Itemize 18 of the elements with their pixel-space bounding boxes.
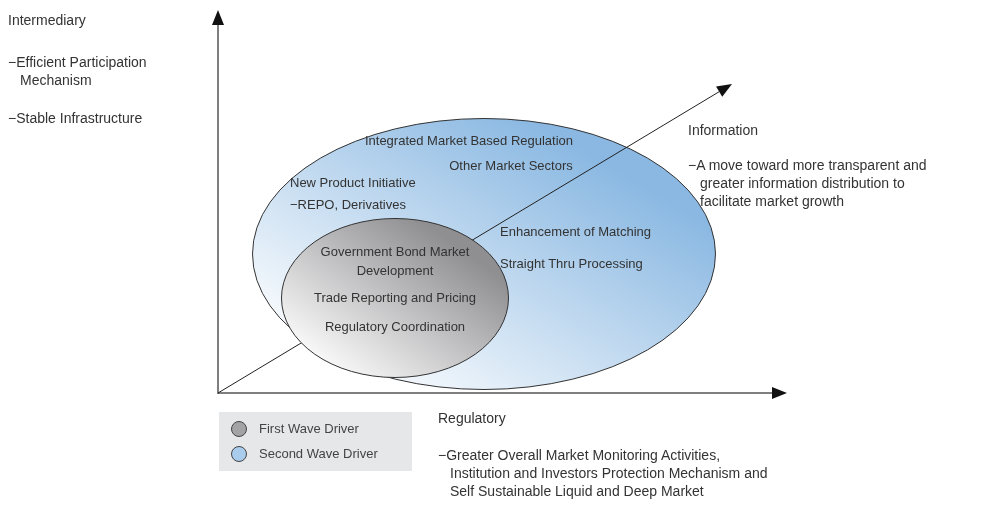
axis-description: −Greater Overall Market Monitoring Activities, Institution and Investors Protection Mechanism and Self Sustainable Liquid and Deep Market: [438, 446, 768, 500]
axis-title: Intermediary: [8, 11, 87, 29]
ellipse-text: Straight Thru Processing: [500, 255, 643, 273]
ellipse-text: −REPO, Derivatives: [290, 196, 406, 214]
axis-description: −Stable Infrastructure: [8, 109, 144, 127]
ellipse-text: Government Bond Market Development: [319, 243, 471, 280]
legend-label: Second Wave Driver: [259, 446, 378, 461]
legend-label: First Wave Driver: [259, 421, 359, 436]
axis-title: Information: [688, 121, 760, 139]
axis-description: −Efficient Participation Mechanism: [8, 53, 148, 89]
axis-description: −A move toward more transparent and greater information distribution to facilitate market growth: [688, 156, 928, 210]
ellipse-text: Other Market Sectors: [448, 157, 574, 175]
ellipse-text: New Product Initiative: [290, 174, 416, 192]
ellipse-text: Enhancement of Matching: [500, 223, 652, 241]
ellipse-text: Regulatory Coordination: [323, 318, 467, 336]
ellipse-text: Trade Reporting and Pricing: [312, 289, 478, 307]
ellipse-text: Integrated Market Based Regulation: [363, 132, 575, 150]
axis-title: Regulatory: [438, 409, 507, 427]
